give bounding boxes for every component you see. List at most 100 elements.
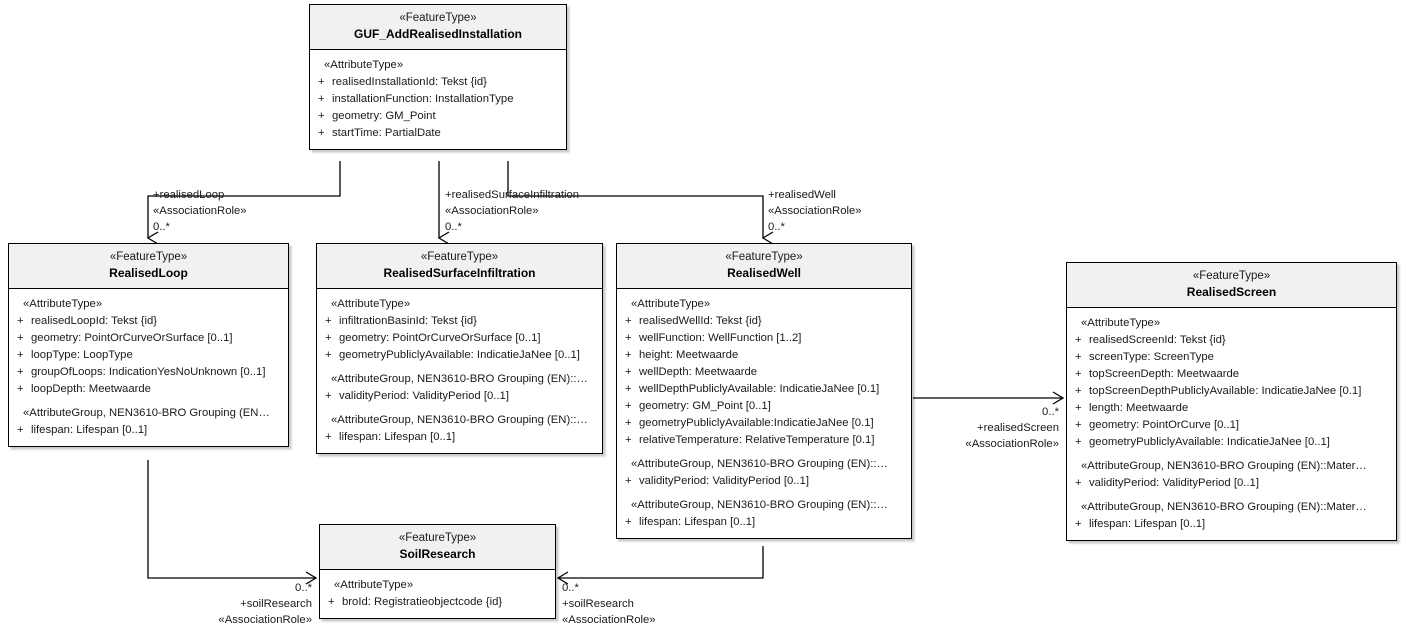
attribute-group-label: «AttributeGroup, NEN3610-BRO Grouping (E… [1081,501,1367,513]
attribute-row: + lifespan: Lifespan [0..1] [617,514,911,531]
association-role-name: +realisedSurfaceInfiltration [445,189,580,201]
attribute-text: realisedLoopId: Tekst {id} [31,315,158,327]
uml-class-realisedloop[interactable]: «FeatureType» RealisedLoop «AttributeTyp… [8,243,289,447]
attribute-text: geometryPubliclyAvailable: IndicatieJaNe… [1089,436,1330,448]
attribute-visibility: + [625,315,632,327]
attribute-group-label: «AttributeGroup, NEN3610-BRO Grouping (E… [23,407,270,419]
association-multiplicity: 0..* [1042,406,1059,418]
association-multiplicity: 0..* [562,582,579,594]
attribute-visibility: + [1075,436,1082,448]
uml-class-guf-addrealisedinstallation[interactable]: «FeatureType» GUF_AddRealisedInstallatio… [309,4,567,150]
association-stereotype: «AssociationRole» [445,205,539,217]
attribute-text: screenType: ScreenType [1089,351,1214,363]
association-label-realisedsurfaceinfiltration: +realisedSurfaceInfiltration «Associatio… [445,187,579,235]
attribute-row: + geometry: PointOrCurve [0..1] [1067,417,1396,434]
attribute-visibility: + [325,349,332,361]
attribute-text: wellDepth: Meetwaarde [639,366,758,378]
attribute-visibility: + [1075,385,1082,397]
attribute-group-label: «AttributeType» [23,298,103,310]
attribute-text: realisedWellId: Tekst {id} [639,315,762,327]
attribute-row: + screenType: ScreenType [1067,349,1396,366]
attribute-row: + startTime: PartialDate [310,125,566,142]
class-name: SoilResearch [399,547,476,561]
class-stereotype: «FeatureType» [1192,270,1271,282]
attribute-visibility: + [1075,518,1082,530]
group-separator [617,490,911,497]
attribute-group-label: «AttributeType» [324,59,404,71]
attribute-row: + validityPeriod: ValidityPeriod [0..1] [317,388,602,405]
attribute-text: realisedScreenId: Tekst {id} [1089,334,1226,346]
connector-realisedloop-to-soilresearch [147,460,318,585]
association-label-realisedscreen: 0..* +realisedScreen «AssociationRole» [903,404,1059,452]
attribute-visibility: + [17,366,24,378]
uml-class-realisedsurfaceinfiltration[interactable]: «FeatureType» RealisedSurfaceInfiltratio… [316,243,603,454]
association-role-name: +soilResearch [240,598,312,610]
group-separator [317,364,602,371]
class-header: «FeatureType» RealisedLoop [9,244,288,289]
association-role-name: +soilResearch [562,598,634,610]
attribute-row: + groupOfLoops: IndicationYesNoUnknown [… [9,364,288,381]
uml-class-realisedwell[interactable]: «FeatureType» RealisedWell «AttributeTyp… [616,243,912,539]
attribute-group-label: «AttributeGroup, NEN3610-BRO Grouping (E… [631,458,888,470]
attribute-visibility: + [1075,402,1082,414]
association-role-name: +realisedScreen [977,422,1059,434]
attribute-visibility: + [328,596,335,608]
association-label-realisedloop: +realisedLoop «AssociationRole» 0..* [153,187,247,235]
attribute-text: lifespan: Lifespan [0..1] [1089,518,1206,530]
attribute-visibility: + [1075,334,1082,346]
association-multiplicity: 0..* [768,221,785,233]
class-name: RealisedScreen [1186,285,1277,299]
class-body: «AttributeType» + realisedInstallationId… [310,50,566,149]
uml-class-realisedscreen[interactable]: «FeatureType» RealisedScreen «AttributeT… [1066,262,1397,541]
class-stereotype: «FeatureType» [398,532,477,544]
group-separator [1067,492,1396,499]
attribute-visibility: + [625,366,632,378]
attribute-visibility: + [318,127,325,139]
attribute-text: length: Meetwaarde [1089,402,1189,414]
class-body: «AttributeType» + realisedWellId: Tekst … [617,289,911,538]
attribute-text: geometry: PointOrCurveOrSurface [0..1] [31,332,233,344]
attribute-text: relativeTemperature: RelativeTemperature… [639,434,875,446]
attribute-row: + geometry: GM_Point [0..1] [617,398,911,415]
attribute-group-label: «AttributeType» [1081,317,1161,329]
attribute-row: + loopDepth: Meetwaarde [9,381,288,398]
group-separator [9,398,288,405]
association-label-soilresearch-well: 0..* +soilResearch «AssociationRole» [562,580,656,628]
class-header: «FeatureType» RealisedSurfaceInfiltratio… [317,244,602,289]
attribute-row: + height: Meetwaarde [617,347,911,364]
attribute-group-label: «AttributeGroup, NEN3610-BRO Grouping (E… [331,373,588,385]
attribute-row: + realisedScreenId: Tekst {id} [1067,332,1396,349]
attribute-text: geometry: GM_Point [332,110,436,122]
attribute-text: validityPeriod: ValidityPeriod [0..1] [639,475,809,487]
association-stereotype: «AssociationRole» [768,205,862,217]
attribute-row: + lifespan: Lifespan [0..1] [1067,516,1396,533]
attribute-text: groupOfLoops: IndicationYesNoUnknown [0.… [31,366,266,378]
group-separator [617,449,911,456]
attribute-text: geometryPubliclyAvailable: IndicatieJaNe… [339,349,580,361]
association-role-name: +realisedLoop [153,189,225,201]
attribute-text: geometry: PointOrCurveOrSurface [0..1] [339,332,541,344]
attribute-text: wellFunction: WellFunction [1..2] [639,332,802,344]
uml-class-soilresearch[interactable]: «FeatureType» SoilResearch «AttributeTyp… [319,524,556,619]
attribute-visibility: + [1075,477,1082,489]
attribute-group-label: «AttributeGroup, NEN3610-BRO Grouping (E… [331,414,588,426]
association-label-soilresearch-loop: 0..* +soilResearch «AssociationRole» [156,580,312,628]
attribute-visibility: + [625,417,632,429]
group-separator [317,405,602,412]
attribute-text: loopDepth: Meetwaarde [31,383,151,395]
association-stereotype: «AssociationRole» [965,438,1059,450]
attribute-visibility: + [325,315,332,327]
attribute-group-label: «AttributeGroup, NEN3610-BRO Grouping (E… [631,499,888,511]
attribute-row: + topScreenDepthPubliclyAvailable: Indic… [1067,383,1396,400]
attribute-row: + geometryPubliclyAvailable: IndicatieJa… [1067,434,1396,451]
attribute-row: + lifespan: Lifespan [0..1] [9,422,288,439]
attribute-visibility: + [318,93,325,105]
attribute-text: topScreenDepth: Meetwaarde [1089,368,1240,380]
attribute-visibility: + [17,315,24,327]
attribute-text: height: Meetwaarde [639,349,739,361]
attribute-row: + broId: Registratieobjectcode {id} [320,594,555,611]
attribute-text: loopType: LoopType [31,349,133,361]
attribute-row: + wellDepthPubliclyAvailable: IndicatieJ… [617,381,911,398]
attribute-row: + geometry: GM_Point [310,108,566,125]
attribute-group-label: «AttributeType» [334,579,414,591]
